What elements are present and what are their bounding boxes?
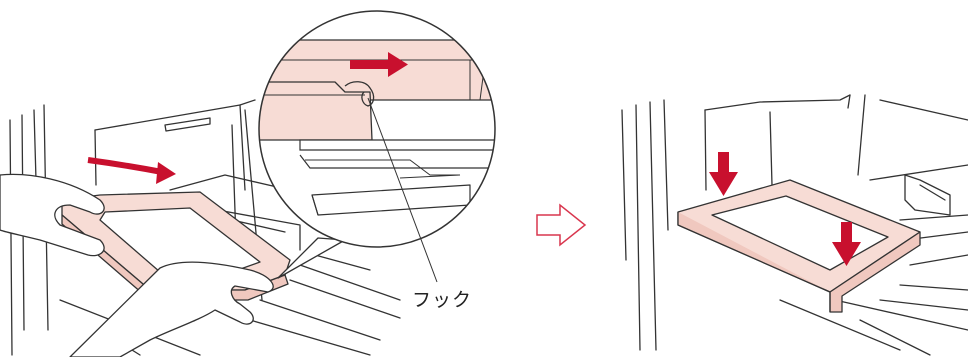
insert-arrow <box>88 160 176 184</box>
paper-tray-right <box>678 180 920 312</box>
hook-label: フック <box>412 285 472 312</box>
red-arrow-icon <box>709 152 738 196</box>
right-outline-arrow-icon <box>537 205 585 245</box>
